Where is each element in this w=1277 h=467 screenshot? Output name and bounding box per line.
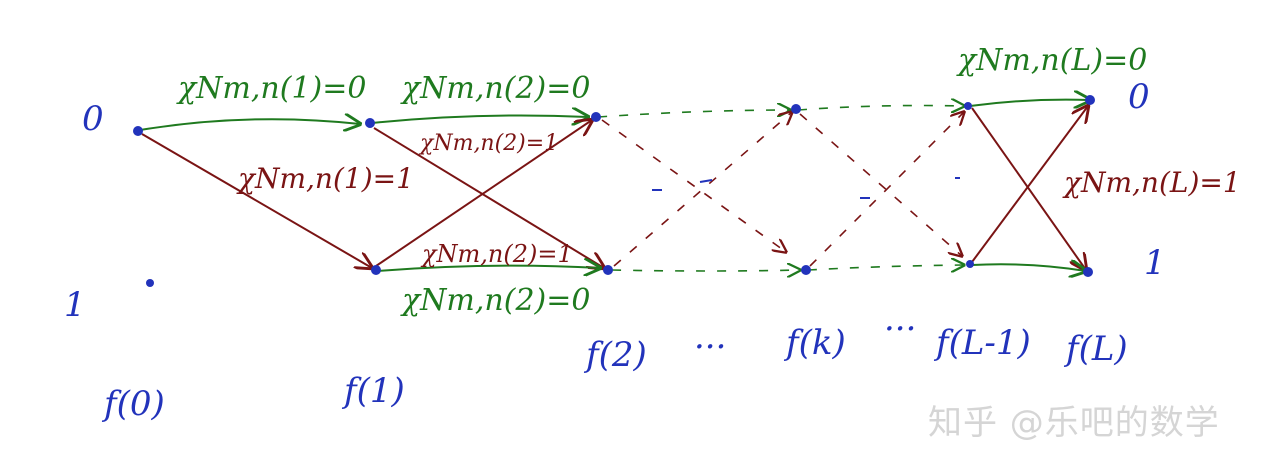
edge-sL-top bbox=[969, 100, 1090, 106]
edge-s0-cross bbox=[141, 133, 372, 268]
node-sL-top bbox=[1085, 95, 1095, 105]
stage-label-fL1: f(L-1) bbox=[933, 323, 1031, 363]
node-s0-bottom bbox=[146, 279, 154, 287]
edge-s1-bottom bbox=[377, 266, 600, 271]
node-s2-top bbox=[591, 112, 601, 122]
dashed-stray-marks bbox=[652, 177, 960, 199]
state-label-top-right: 0 bbox=[1128, 77, 1150, 117]
stage-label-f0: f(0) bbox=[101, 384, 165, 424]
edge-s1-top bbox=[371, 115, 588, 123]
node-sk-top bbox=[791, 104, 801, 114]
node-s1-bottom bbox=[371, 265, 381, 275]
state-label-bottom-left: 1 bbox=[64, 285, 86, 325]
edge-label-e1-cross: χNm,n(1)=1 bbox=[236, 162, 414, 195]
edge-label-eL-top: χNm,n(L)=0 bbox=[956, 43, 1147, 78]
node-sL-bottom bbox=[1083, 267, 1093, 277]
edge-sL-bottom bbox=[971, 264, 1086, 271]
node-sL1-top bbox=[964, 102, 972, 110]
node-s1-top bbox=[365, 118, 375, 128]
edge-s1-cross-up bbox=[375, 120, 592, 267]
edge-label-e1-top: χNm,n(1)=0 bbox=[176, 71, 366, 106]
edge-label-eL-cross: χNm,n(L)=1 bbox=[1062, 166, 1241, 199]
edge-label-e2-cross-up: χNm,n(2)=1 bbox=[420, 240, 573, 268]
node-s2-bottom bbox=[603, 265, 613, 275]
watermark: 知乎 @乐吧的数学 bbox=[928, 403, 1220, 443]
stage-label-fk: f(k) bbox=[783, 323, 846, 363]
nodes bbox=[133, 95, 1095, 287]
node-sL1-bottom bbox=[966, 260, 974, 268]
stage-label-dots2: ··· bbox=[884, 309, 916, 349]
edge-label-e2-top: χNm,n(2)=0 bbox=[400, 71, 590, 106]
edge-s0-top bbox=[139, 119, 360, 130]
stage-label-f2: f(2) bbox=[583, 335, 647, 375]
state-label-bottom-right: 1 bbox=[1144, 243, 1166, 283]
edge-sL-cross-up bbox=[971, 106, 1088, 263]
stage-label-fL: f(L) bbox=[1063, 329, 1128, 369]
state-label-top-left: 0 bbox=[82, 99, 104, 139]
stage-label-f1: f(1) bbox=[341, 371, 405, 411]
node-s0-top bbox=[133, 126, 143, 136]
edge-label-e2-cross-down: χNm,n(2)=1 bbox=[418, 131, 558, 156]
edge-label-e2-bottom: χNm,n(2)=0 bbox=[400, 283, 590, 318]
edge-sL-cross-down bbox=[971, 107, 1086, 270]
stage-label-dots1: ··· bbox=[694, 327, 726, 367]
node-sk-bottom bbox=[801, 265, 811, 275]
edge-s1-cross-down bbox=[373, 127, 604, 268]
dashed-middle-edges bbox=[597, 106, 964, 272]
